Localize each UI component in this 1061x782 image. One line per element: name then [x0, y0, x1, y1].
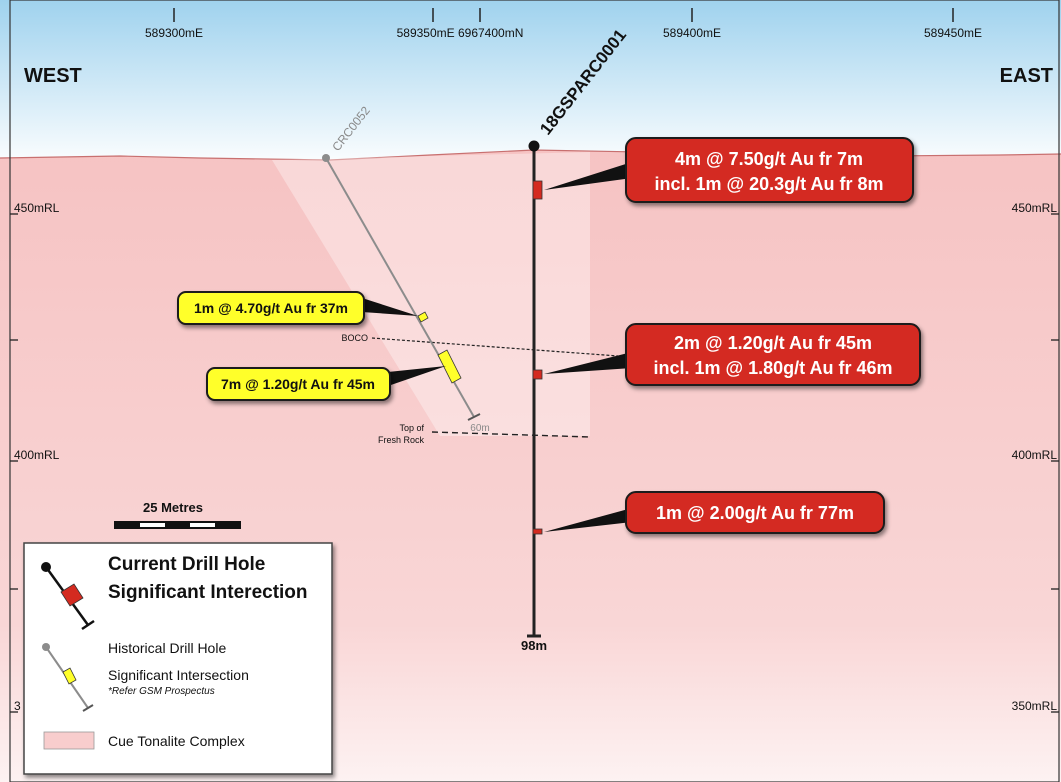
- historical-hole-depth: 60m: [470, 423, 489, 434]
- fresh-rock-label-2: Fresh Rock: [378, 435, 425, 445]
- rl-400-left: 400mRL: [14, 448, 60, 462]
- intercept-3-line1: 1m @ 2.00g/t Au fr 77m: [656, 503, 854, 523]
- legend-historical-hole-icon: [42, 643, 94, 712]
- intercept-callout-2: 2m @ 1.20g/t Au fr 45m incl. 1m @ 1.80g/…: [544, 323, 921, 386]
- legend-historical-note: *Refer GSM Prospectus: [108, 686, 215, 697]
- easting-label-589300: 589300mE: [145, 26, 203, 40]
- boco-line: [371, 337, 619, 357]
- legend-tonalite-label: Cue Tonalite Complex: [108, 733, 245, 749]
- current-hole-depth: 98m: [521, 638, 547, 653]
- frame: [9, 0, 1060, 782]
- historical-intercept-1: 1m @ 4.70g/t Au fr 37m: [194, 300, 348, 316]
- boco-label: BOCO: [341, 333, 368, 343]
- legend-current-title-1: Current Drill Hole: [108, 554, 265, 575]
- rl-ticks-right: [1051, 213, 1059, 713]
- scale-bar: 25 Metres: [114, 500, 241, 529]
- intercept-2-line1: 2m @ 1.20g/t Au fr 45m: [674, 333, 872, 353]
- rl-400-right: 400mRL: [1012, 448, 1058, 462]
- easting-label-589450: 589450mE: [924, 26, 982, 40]
- legend: Current Drill Hole Significant Interecti…: [23, 542, 333, 775]
- weathered-zone: [272, 152, 590, 436]
- rl-450-right: 450mRL: [1012, 201, 1058, 215]
- current-drill-hole: [527, 140, 543, 638]
- intercept-callout-3: 1m @ 2.00g/t Au fr 77m: [544, 491, 885, 534]
- legend-tonalite-swatch: [43, 731, 95, 750]
- scale-label: 25 Metres: [143, 500, 203, 515]
- intercept-2-line2: incl. 1m @ 1.80g/t Au fr 46m: [654, 358, 893, 378]
- intercept-callout-1: 4m @ 7.50g/t Au fr 7m incl. 1m @ 20.3g/t…: [544, 137, 914, 203]
- historical-intercept-2: 7m @ 1.20g/t Au fr 45m: [221, 376, 375, 392]
- historical-drill-hole: [322, 154, 481, 421]
- fresh-rock-line: [431, 431, 591, 438]
- historical-callout-1: 1m @ 4.70g/t Au fr 37m: [177, 291, 418, 325]
- legend-current-title-2: Significant Interection: [108, 582, 308, 603]
- west-label: WEST: [24, 65, 82, 87]
- rl-ticks-left: [10, 213, 18, 713]
- legend-historical-1: Historical Drill Hole: [108, 640, 226, 656]
- rl-450-left: 450mRL: [14, 201, 60, 215]
- legend-historical-2: Significant Intersection: [108, 667, 249, 683]
- intercept-1-line1: 4m @ 7.50g/t Au fr 7m: [675, 149, 863, 169]
- easting-label-589400: 589400mE: [663, 26, 721, 40]
- legend-current-hole-icon: [41, 562, 95, 631]
- rl-350-left: 3: [14, 699, 21, 713]
- easting-label-589350: 589350mE 6967400mN: [397, 26, 524, 40]
- historical-callout-2: 7m @ 1.20g/t Au fr 45m: [206, 366, 446, 401]
- rl-350-right: 350mRL: [1012, 699, 1058, 713]
- intercept-1-line2: incl. 1m @ 20.3g/t Au fr 8m: [655, 174, 884, 194]
- fresh-rock-label-1: Top of: [399, 423, 424, 433]
- east-label: EAST: [1000, 65, 1053, 87]
- easting-ticks: [173, 8, 954, 22]
